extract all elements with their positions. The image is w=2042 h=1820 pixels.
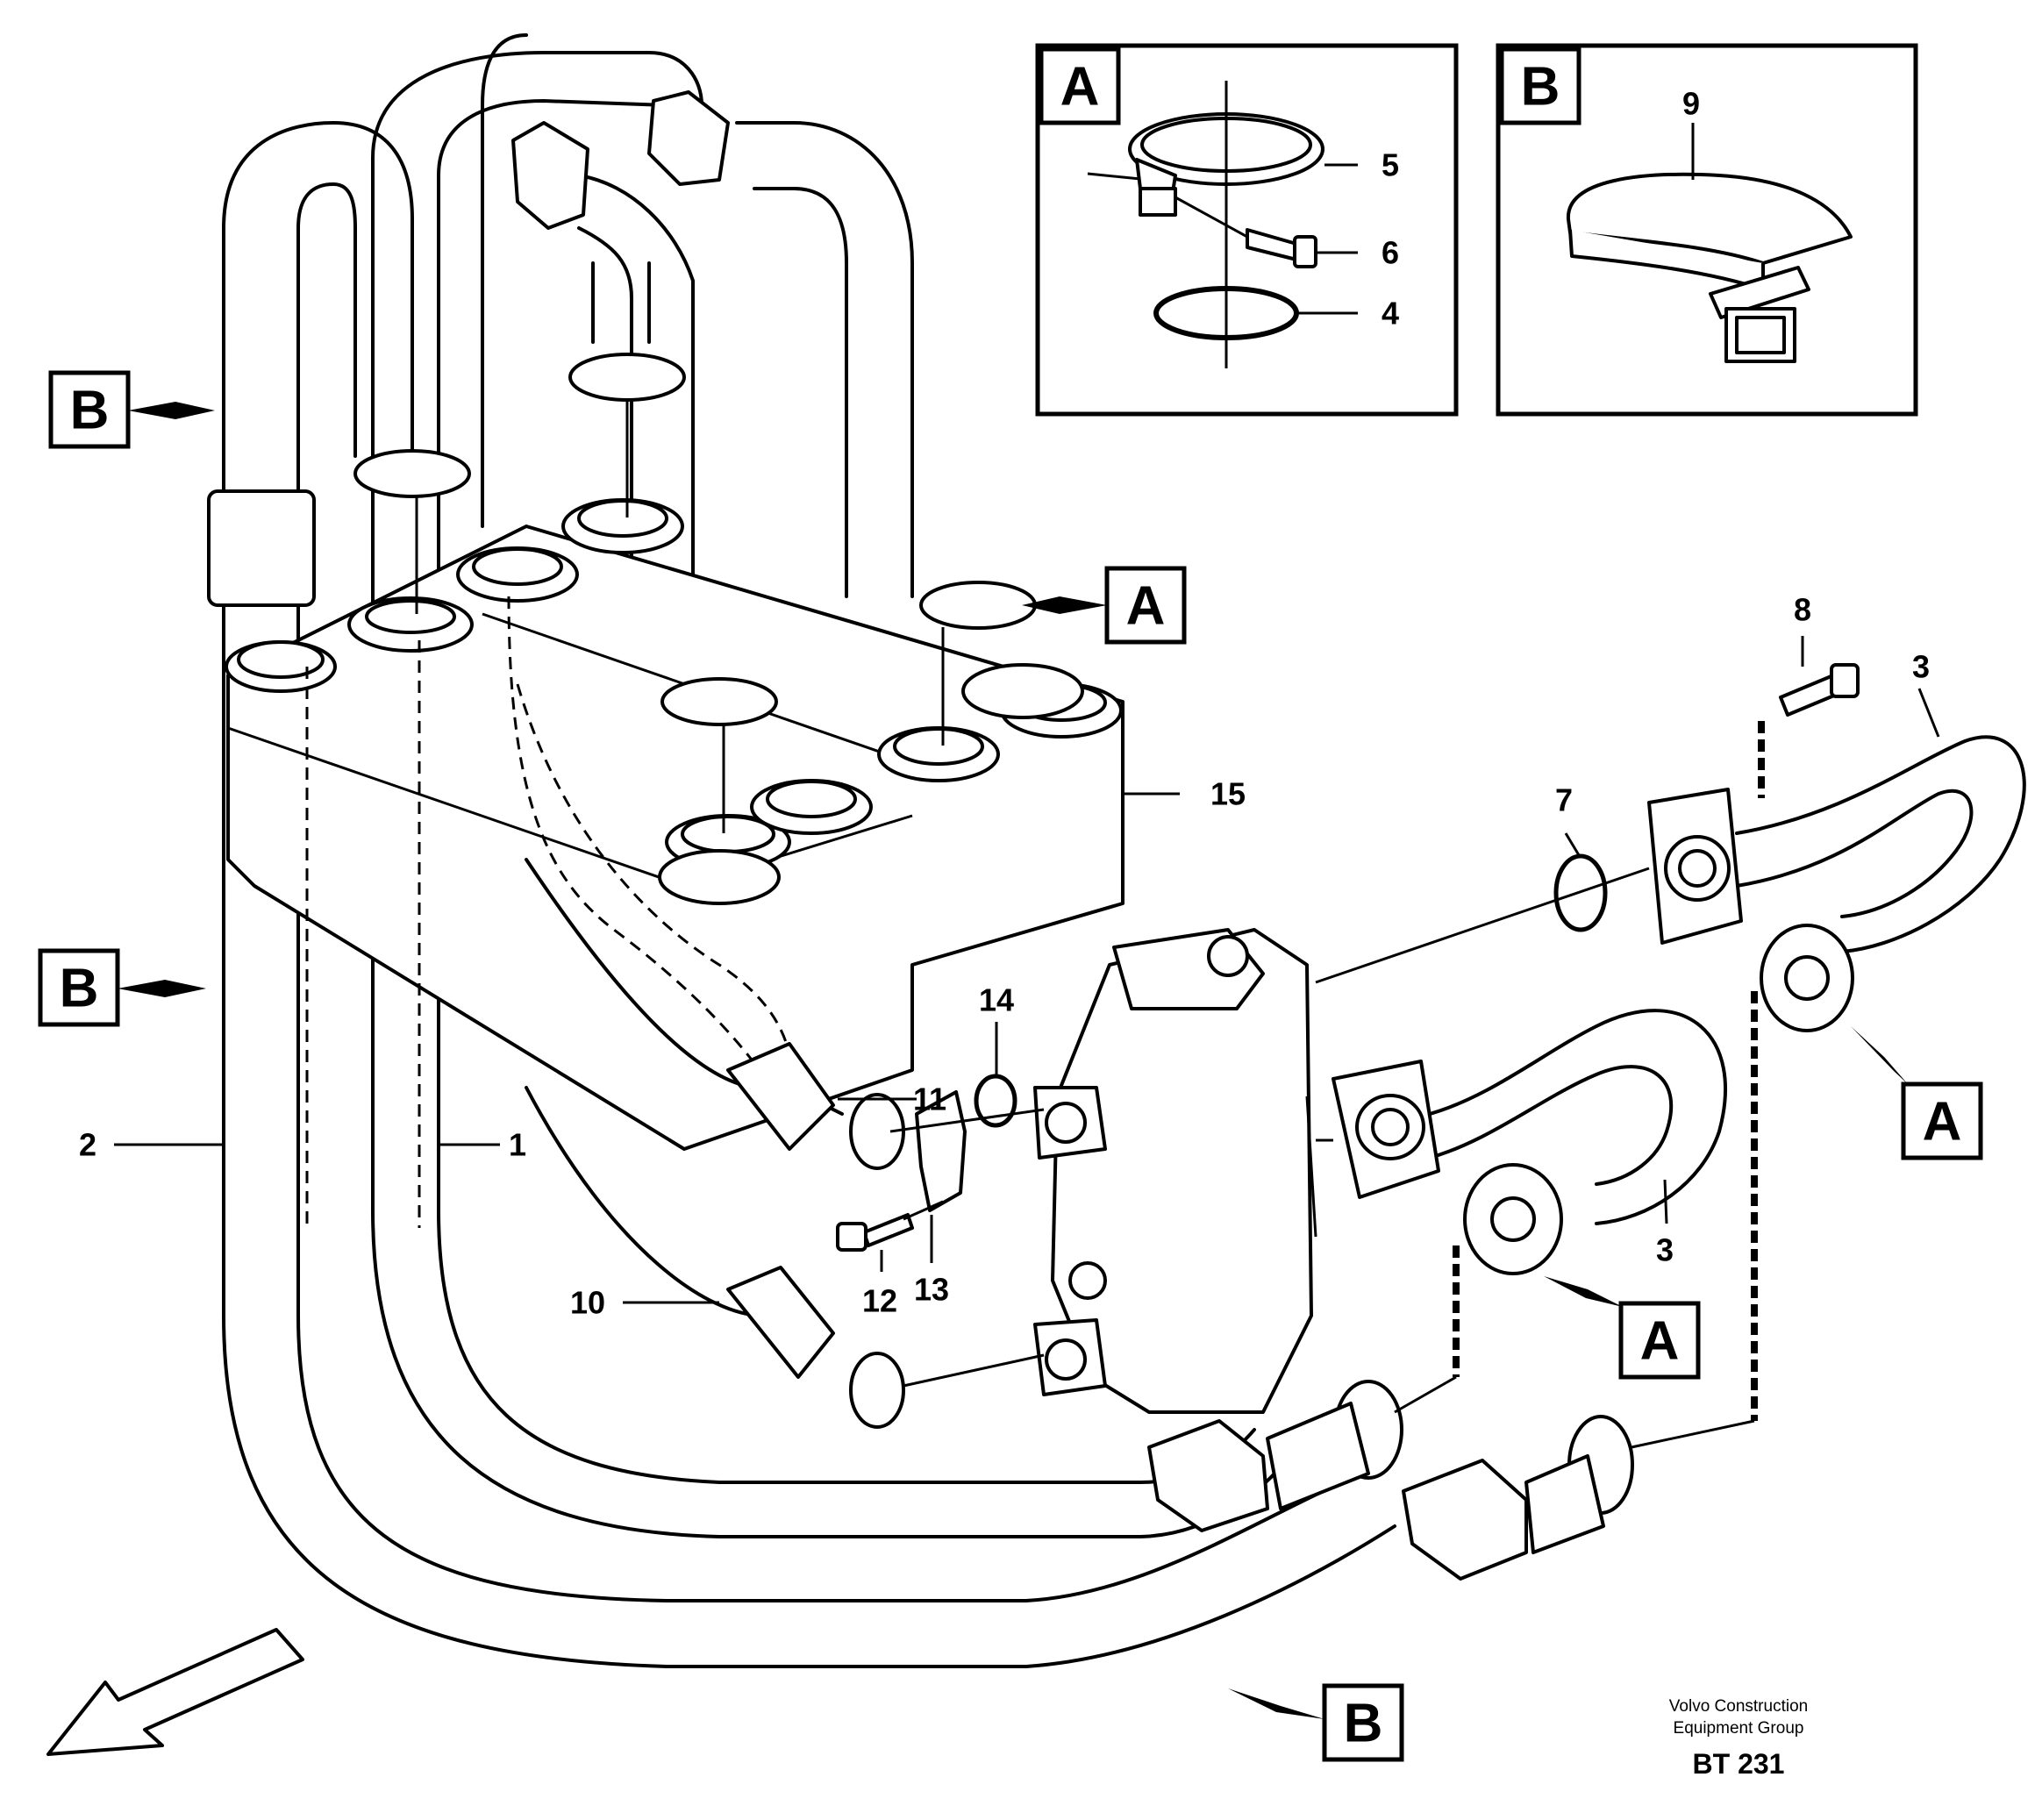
hose-fitting-11 <box>726 1042 835 1151</box>
callout-13: 13 <box>914 1272 949 1308</box>
drawing-code: BT 231 <box>1693 1748 1785 1780</box>
callout-9: 9 <box>1682 86 1700 122</box>
callout-5: 5 <box>1382 147 1399 183</box>
callout-leaders <box>114 636 1940 1304</box>
callout-10: 10 <box>570 1285 605 1321</box>
hose-fitting-10 <box>726 1266 835 1379</box>
hose-coupling-nut <box>1147 1419 1269 1532</box>
manifold-port <box>877 726 1000 782</box>
flange <box>353 449 471 498</box>
svg-text:A: A <box>1923 1092 1962 1153</box>
reference-tag-a-middle: A <box>1544 1276 1701 1380</box>
manifold-port <box>961 663 1084 719</box>
bolt-part-6 <box>1175 196 1317 268</box>
manifold-port <box>658 849 781 905</box>
detail-panel-b: B 9 <box>1496 43 1918 417</box>
hose-coupling-nut <box>207 489 316 607</box>
flange <box>568 353 686 402</box>
callout-6: 6 <box>1382 235 1399 271</box>
direction-arrow-icon <box>46 1628 304 1756</box>
credit-line-2: Equipment Group <box>1674 1719 1804 1738</box>
manifold-port <box>456 546 579 603</box>
hose-assembly <box>207 33 1396 1668</box>
manifold-port <box>561 498 684 554</box>
reference-tag-b-top: B <box>48 370 215 449</box>
callout-14: 14 <box>979 982 1014 1018</box>
callout-2: 2 <box>79 1127 96 1163</box>
callout-1: 1 <box>509 1127 526 1163</box>
publisher-credit: Volvo Construction Equipment Group BT 23… <box>1669 1697 1808 1780</box>
detail-panel-b-letter: B <box>1521 57 1560 118</box>
hose-part-3-lower <box>1147 1009 1755 1581</box>
manifold-port <box>750 779 873 835</box>
callout-7: 7 <box>1555 782 1573 818</box>
flange <box>919 581 1037 630</box>
reference-tag-b-bottom: B <box>1228 1683 1404 1762</box>
clamp-ring-part-5 <box>1087 81 1324 368</box>
detail-panel-b-label-box <box>1499 46 1581 125</box>
o-ring-part-14 <box>974 1074 1017 1128</box>
callout-12: 12 <box>862 1283 897 1319</box>
reference-tag-a-right: A <box>1851 1026 1983 1160</box>
o-ring-part-7 <box>1553 853 1608 932</box>
hose-coupling-nut <box>647 90 730 186</box>
svg-text:B: B <box>60 959 99 1019</box>
reference-tag-a-upper: A <box>1022 566 1187 645</box>
manifold-port <box>225 640 337 693</box>
detail-panel-a-label-box <box>1039 46 1121 125</box>
hose-coupling-nut <box>511 121 589 230</box>
svg-text:B: B <box>70 381 110 441</box>
callout-8: 8 <box>1794 592 1811 628</box>
flange <box>660 677 778 726</box>
detail-panel-a: A 5 6 4 <box>1035 43 1459 417</box>
detail-panel-a-letter: A <box>1060 57 1100 118</box>
svg-text:A: A <box>1640 1311 1680 1372</box>
reference-tag-b-left: B <box>38 948 206 1027</box>
hose-coupling-nut <box>1402 1459 1528 1581</box>
elbow-fitting <box>849 1093 905 1170</box>
callout-3-lower: 3 <box>1656 1232 1674 1268</box>
svg-text:A: A <box>1126 576 1166 637</box>
callout-4: 4 <box>1382 296 1399 332</box>
svg-text:B: B <box>1344 1694 1383 1754</box>
callout-3-upper: 3 <box>1912 649 1930 685</box>
credit-line-1: Volvo Construction <box>1669 1697 1808 1716</box>
manifold-port <box>347 596 474 653</box>
callout-11: 11 <box>913 1081 946 1117</box>
elbow-fitting <box>849 1352 905 1429</box>
valve-assembly <box>525 858 1317 1429</box>
hose-part-3-upper <box>1315 663 2026 1421</box>
strap-clamp-part-9 <box>1566 123 1853 363</box>
callout-15: 15 <box>1210 776 1246 812</box>
manifold-block-part-15 <box>225 353 1125 1228</box>
